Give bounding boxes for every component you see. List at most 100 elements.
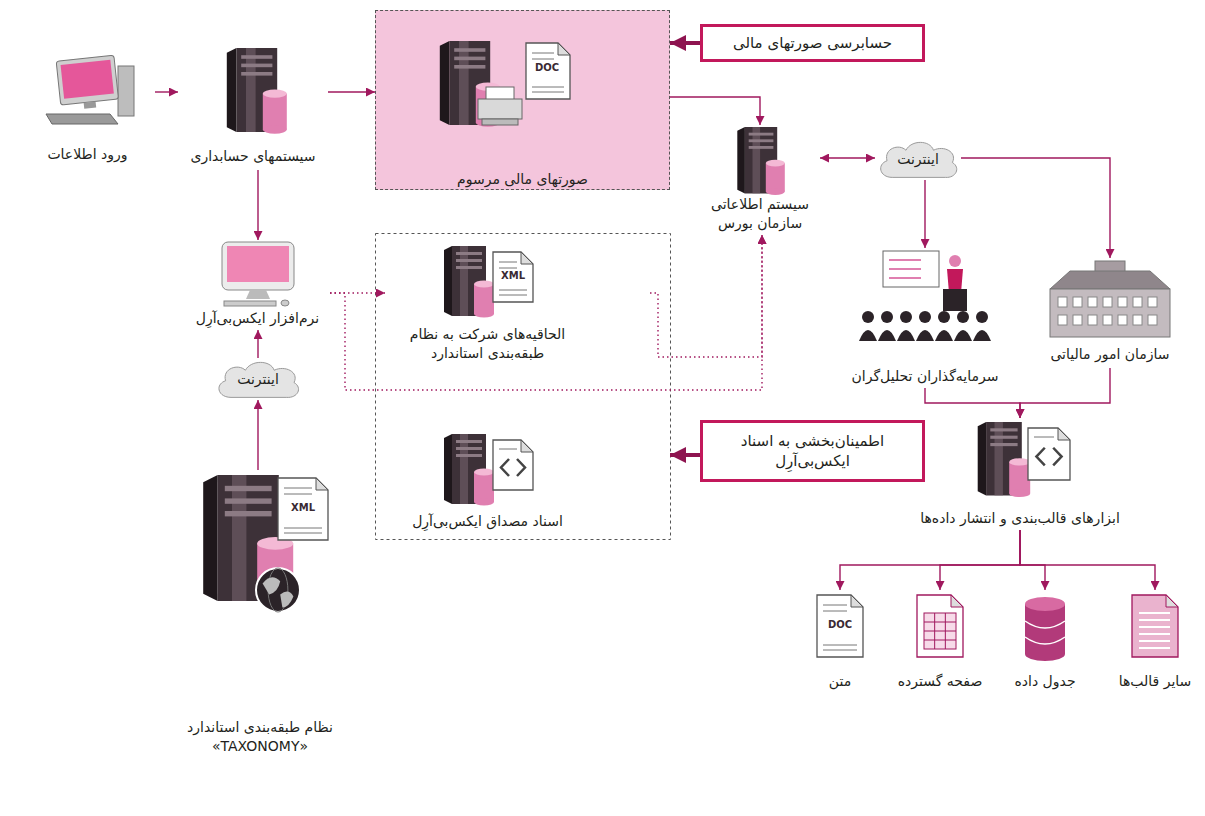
document-icon <box>1028 428 1070 480</box>
document-line <box>1139 619 1170 621</box>
document-icon <box>493 252 533 302</box>
node-label: اینترنت <box>897 150 939 169</box>
node-label: سرمایه‌گذاران تحلیل‌گران <box>852 367 999 386</box>
connector <box>650 235 762 357</box>
server-icon <box>737 127 785 195</box>
server-side <box>737 127 745 194</box>
server-bay <box>225 511 272 516</box>
node-label: نرم‌افزار ایکس‌بی‌آرِل <box>196 309 319 328</box>
dashed-group-frame <box>376 234 671 540</box>
building-window <box>1058 297 1067 307</box>
server-shine <box>753 127 761 194</box>
audience-body <box>878 330 896 341</box>
server-shine <box>460 434 468 504</box>
document-icon <box>493 440 533 490</box>
icon-label: XML <box>493 270 533 282</box>
document-line <box>284 494 312 495</box>
printer-tray <box>482 119 518 125</box>
sheet-grid <box>924 613 956 649</box>
connector <box>670 453 700 457</box>
document-line <box>823 650 857 651</box>
taxonomy-node: نظام طبقه‌بندی استاندارد «TAXONOMY» <box>160 470 360 760</box>
document-line <box>284 488 312 489</box>
server-bay <box>749 133 774 136</box>
document-line <box>499 290 527 291</box>
code-bracket <box>1036 448 1044 466</box>
audience-head <box>862 311 874 323</box>
server-shine <box>459 41 469 125</box>
building-window <box>1073 315 1082 325</box>
document-line <box>823 605 847 606</box>
server-bay <box>456 259 482 262</box>
code-bracket <box>517 459 525 476</box>
code-bracket <box>501 459 509 476</box>
server-bay <box>749 146 774 149</box>
input-computer: ورود اطلاعات <box>20 50 155 168</box>
audience-head <box>900 311 912 323</box>
grid-line <box>945 613 946 649</box>
document-fold <box>1058 428 1070 440</box>
node-label: سیستمهای حسابداری <box>190 147 315 166</box>
disk-body <box>474 472 494 502</box>
grid-line <box>934 613 935 649</box>
tower <box>118 66 134 116</box>
audience-body <box>935 330 953 341</box>
tools-node: ابزارهای قالب‌بندی و انتشار داده‌ها <box>880 418 1160 530</box>
document-page <box>1028 428 1070 480</box>
connector <box>670 97 760 125</box>
grid-line <box>924 631 956 632</box>
internet-cloud: اینترنت <box>213 358 303 400</box>
document-page <box>917 595 963 657</box>
document-icon <box>526 43 570 99</box>
mouse <box>281 300 289 306</box>
disk-top <box>766 160 785 167</box>
building-window <box>1103 315 1112 325</box>
server-bay <box>241 64 272 68</box>
node-icon <box>850 248 1000 388</box>
node-label: متن <box>829 672 851 691</box>
code-bracket <box>1053 448 1061 466</box>
document-line <box>532 92 564 93</box>
printer-body <box>478 99 522 119</box>
document-line <box>1139 647 1170 649</box>
monitor-icon <box>222 242 294 306</box>
document-fold <box>558 43 570 55</box>
disk-bottom <box>263 125 287 133</box>
board-line <box>889 268 921 270</box>
audience-body <box>897 330 915 341</box>
server-shine <box>246 48 256 132</box>
connector <box>924 180 925 248</box>
audience-head <box>976 311 988 323</box>
monitor-stand <box>246 290 270 299</box>
building-window <box>1118 315 1127 325</box>
audience-head <box>881 311 893 323</box>
server-side <box>978 422 986 496</box>
audience-body <box>973 330 991 341</box>
server-side <box>440 41 450 125</box>
node-icon <box>376 11 669 189</box>
connector <box>1020 530 1045 590</box>
document-fold <box>1166 595 1178 607</box>
podium <box>943 289 967 311</box>
database-top <box>1025 597 1065 611</box>
presentation-icon <box>859 251 991 341</box>
node-label: ورود اطلاعات <box>47 145 127 164</box>
grid-line <box>924 622 956 623</box>
node-label: صفحه گسترده <box>898 672 983 691</box>
disk-body <box>766 163 785 192</box>
disk-body <box>474 284 494 314</box>
building-window <box>1148 297 1157 307</box>
tax-office-node: سازمان امور مالیاتی <box>1030 258 1190 368</box>
cloud-shape <box>881 142 957 177</box>
database-band <box>1025 637 1065 644</box>
server-side <box>444 246 452 316</box>
document-page <box>1132 595 1178 657</box>
connector <box>328 91 375 92</box>
document-line <box>1139 626 1170 628</box>
investors-node: سرمایه‌گذاران تحلیل‌گران <box>850 248 1000 388</box>
disk-bottom <box>766 188 785 195</box>
connector <box>820 157 875 158</box>
building-window <box>1133 297 1142 307</box>
server-bay <box>454 65 485 69</box>
